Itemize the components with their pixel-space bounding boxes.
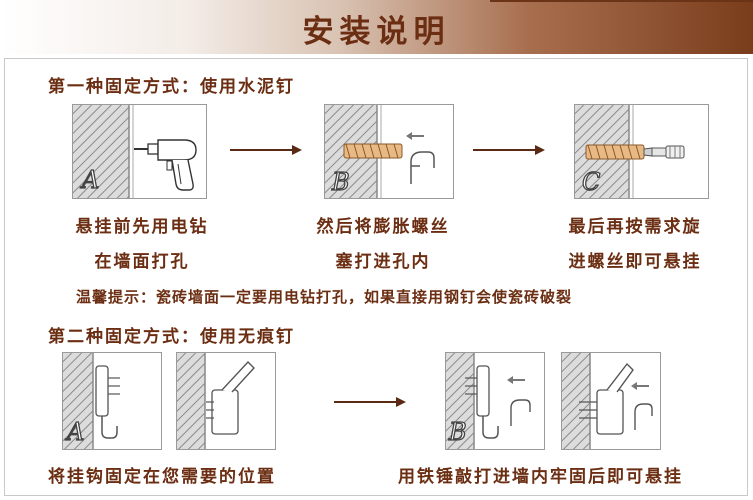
hook-with-pins-icon bbox=[95, 365, 120, 439]
arrow-right-icon bbox=[473, 145, 545, 155]
step1-b-illustration: B bbox=[324, 104, 454, 199]
step1-c-caption-line1: 最后再按需求旋 bbox=[568, 217, 702, 237]
page-title: 安装说明 bbox=[302, 14, 451, 50]
step-letter-a: A bbox=[65, 418, 84, 446]
step2-a-caption: 将挂钩固定在您需要的位置 bbox=[48, 467, 276, 487]
hook-with-pins-icon bbox=[579, 362, 634, 435]
step1-a-caption-line1: 悬挂前先用电钻 bbox=[75, 217, 209, 237]
hook-icon bbox=[510, 399, 531, 426]
section2-heading: 第二种固定方式：使用无痕钉 bbox=[48, 327, 295, 347]
expansion-anchor-icon bbox=[585, 144, 645, 160]
title-banner bbox=[0, 0, 753, 54]
left-arrow-icon bbox=[507, 376, 525, 384]
step2-a-side-illustration bbox=[176, 352, 276, 450]
arrow-right-icon bbox=[334, 397, 406, 407]
step1-a-illustration: A bbox=[72, 104, 207, 199]
wall-icon bbox=[73, 105, 129, 198]
step1-c-illustration: C bbox=[574, 104, 709, 199]
step2-b-illustration: B bbox=[445, 352, 545, 450]
step2-a-illustration: A bbox=[62, 352, 162, 450]
banner-top-line bbox=[490, 0, 753, 2]
hook-icon bbox=[410, 151, 435, 184]
step-letter-c: C bbox=[582, 168, 600, 196]
arrow-right-icon bbox=[230, 145, 302, 155]
step1-a-caption-line2: 在墙面打孔 bbox=[94, 252, 190, 272]
hook-with-pins-icon bbox=[206, 360, 255, 435]
step-letter-a: A bbox=[80, 166, 99, 194]
expansion-anchor-icon bbox=[343, 143, 403, 159]
section1-heading: 第一种固定方式：使用水泥钉 bbox=[48, 77, 295, 97]
step1-c-caption-line2: 进螺丝即可悬挂 bbox=[568, 252, 702, 272]
content-frame bbox=[4, 58, 748, 496]
hook-icon bbox=[634, 403, 653, 430]
left-arrow-icon bbox=[406, 132, 424, 140]
step-letter-b: B bbox=[448, 418, 467, 446]
hook-with-pins-icon bbox=[465, 365, 499, 439]
screw-icon bbox=[643, 145, 685, 159]
warm-tip: 温馨提示：瓷砖墙面一定要用电钻打孔，如果直接用钢钉会使瓷砖破裂 bbox=[76, 288, 573, 306]
step-letter-b: B bbox=[331, 168, 350, 196]
step2-b-side-illustration bbox=[561, 352, 661, 450]
step1-b-caption-line1: 然后将膨胀螺丝 bbox=[316, 217, 450, 237]
electric-drill-icon bbox=[134, 139, 197, 191]
step2-b-caption: 用铁锤敲打进墙内牢固后即可悬挂 bbox=[398, 467, 683, 487]
left-arrow-icon bbox=[631, 382, 649, 390]
step1-b-caption-line2: 塞打进孔内 bbox=[335, 252, 431, 272]
